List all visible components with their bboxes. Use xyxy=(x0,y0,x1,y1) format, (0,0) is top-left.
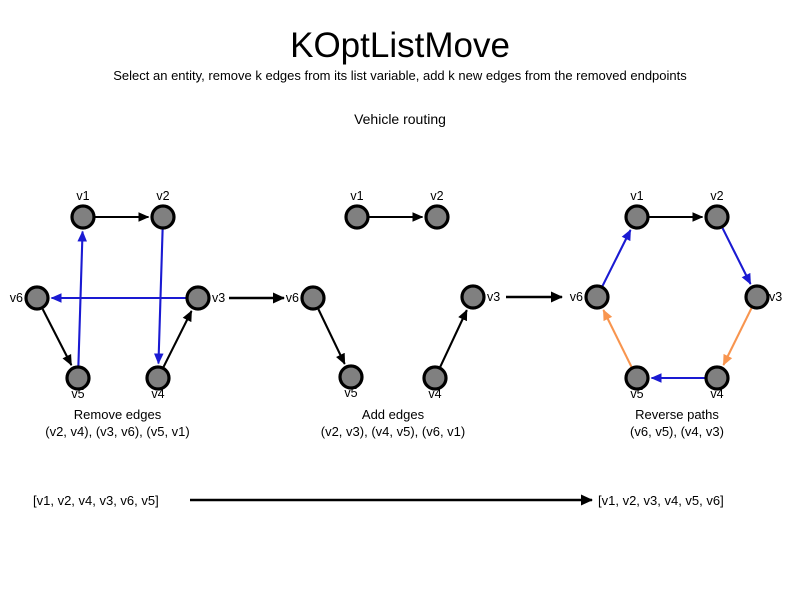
caption-detail: (v6, v5), (v4, v3) xyxy=(630,424,724,439)
node-label: v5 xyxy=(630,387,643,401)
node-panel-reverse-v4[interactable]: v4 xyxy=(704,365,730,401)
node-circle[interactable] xyxy=(624,365,650,391)
node-label: v2 xyxy=(710,189,723,203)
page-subtitle: Select an entity, remove k edges from it… xyxy=(113,68,687,83)
node-panel-remove-v2[interactable]: v2 xyxy=(150,189,176,230)
node-panel-reverse-v5[interactable]: v5 xyxy=(624,365,650,401)
node-label: v5 xyxy=(344,386,357,400)
edge-v5-v6 xyxy=(602,309,633,368)
edge-v3-v4 xyxy=(722,307,753,366)
node-circle[interactable] xyxy=(300,285,326,311)
footer-layer: [v1, v2, v4, v3, v6, v5] [v1, v2, v3, v4,… xyxy=(33,493,724,508)
node-panel-add-v6[interactable]: v6 xyxy=(286,285,326,311)
edge-v2-v3 xyxy=(721,227,752,285)
caption-title: Add edges xyxy=(362,407,425,422)
edges-layer xyxy=(41,212,753,383)
caption-detail: (v2, v4), (v3, v6), (v5, v1) xyxy=(45,424,189,439)
node-circle[interactable] xyxy=(624,204,650,230)
node-panel-reverse-v3[interactable]: v3 xyxy=(744,284,782,310)
node-label: v6 xyxy=(570,290,583,304)
node-circle[interactable] xyxy=(704,365,730,391)
node-panel-add-v2[interactable]: v2 xyxy=(424,189,450,230)
node-circle[interactable] xyxy=(185,285,211,311)
node-label: v4 xyxy=(428,387,441,401)
node-circle[interactable] xyxy=(65,365,91,391)
page-title: KOptListMove xyxy=(290,26,510,65)
node-circle[interactable] xyxy=(584,284,610,310)
edge-v5-v1 xyxy=(77,230,88,366)
node-label: v3 xyxy=(212,291,225,305)
caption-detail: (v2, v3), (v4, v5), (v6, v1) xyxy=(321,424,465,439)
caption-title: Reverse paths xyxy=(635,407,719,422)
node-circle[interactable] xyxy=(24,285,50,311)
node-panel-reverse-v2[interactable]: v2 xyxy=(704,189,730,230)
node-label: v1 xyxy=(350,189,363,203)
node-label: v3 xyxy=(487,290,500,304)
node-circle[interactable] xyxy=(344,204,370,230)
caption-panel-add: Add edges (v2, v3), (v4, v5), (v6, v1) xyxy=(321,407,465,439)
node-panel-reverse-v1[interactable]: v1 xyxy=(624,189,650,230)
node-circle[interactable] xyxy=(460,284,486,310)
captions-layer: Remove edges (v2, v4), (v3, v6), (v5, v1)… xyxy=(45,407,724,439)
node-panel-remove-v4[interactable]: v4 xyxy=(145,365,171,401)
node-circle[interactable] xyxy=(338,364,364,390)
edge-v6-v5 xyxy=(317,308,346,365)
list-after: [v1, v2, v3, v4, v5, v6] xyxy=(598,493,724,508)
nodes-layer: v1 v2 v3 v4 v5 v6 v1 v2 v3 v4 v5 v6 v1 v2 v3 v4 v5 v6 xyxy=(10,189,782,401)
node-circle[interactable] xyxy=(704,204,730,230)
node-circle[interactable] xyxy=(145,365,171,391)
node-panel-add-v5[interactable]: v5 xyxy=(338,364,364,400)
node-label: v6 xyxy=(286,291,299,305)
node-label: v5 xyxy=(71,387,84,401)
node-panel-reverse-v6[interactable]: v6 xyxy=(570,284,610,310)
node-label: v3 xyxy=(769,290,782,304)
node-circle[interactable] xyxy=(424,204,450,230)
node-panel-add-v1[interactable]: v1 xyxy=(344,189,370,230)
node-label: v1 xyxy=(630,189,643,203)
node-circle[interactable] xyxy=(422,365,448,391)
node-label: v1 xyxy=(76,189,89,203)
node-panel-remove-v3[interactable]: v3 xyxy=(185,285,225,311)
node-panel-remove-v6[interactable]: v6 xyxy=(10,285,50,311)
edge-v4-v3 xyxy=(162,310,193,368)
list-before: [v1, v2, v4, v3, v6, v5] xyxy=(33,493,159,508)
node-label: v4 xyxy=(710,387,723,401)
node-circle[interactable] xyxy=(150,204,176,230)
node-panel-remove-v5[interactable]: v5 xyxy=(65,365,91,401)
node-label: v6 xyxy=(10,291,23,305)
connectors-layer xyxy=(229,291,563,304)
node-label: v4 xyxy=(151,387,164,401)
edge-v2-v4 xyxy=(153,229,164,365)
node-panel-add-v3[interactable]: v3 xyxy=(460,284,500,310)
node-panel-remove-v1[interactable]: v1 xyxy=(70,189,96,230)
node-panel-add-v4[interactable]: v4 xyxy=(422,365,448,401)
caption-title: Remove edges xyxy=(74,407,162,422)
node-label: v2 xyxy=(430,189,443,203)
caption-panel-reverse: Reverse paths (v6, v5), (v4, v3) xyxy=(630,407,724,439)
edge-v6-v5 xyxy=(41,308,73,366)
node-circle[interactable] xyxy=(744,284,770,310)
edge-v4-v3 xyxy=(439,309,468,368)
caption-panel-remove: Remove edges (v2, v4), (v3, v6), (v5, v1) xyxy=(45,407,189,439)
edge-v6-v1 xyxy=(601,229,632,287)
section-title: Vehicle routing xyxy=(354,111,446,127)
node-label: v2 xyxy=(156,189,169,203)
node-circle[interactable] xyxy=(70,204,96,230)
